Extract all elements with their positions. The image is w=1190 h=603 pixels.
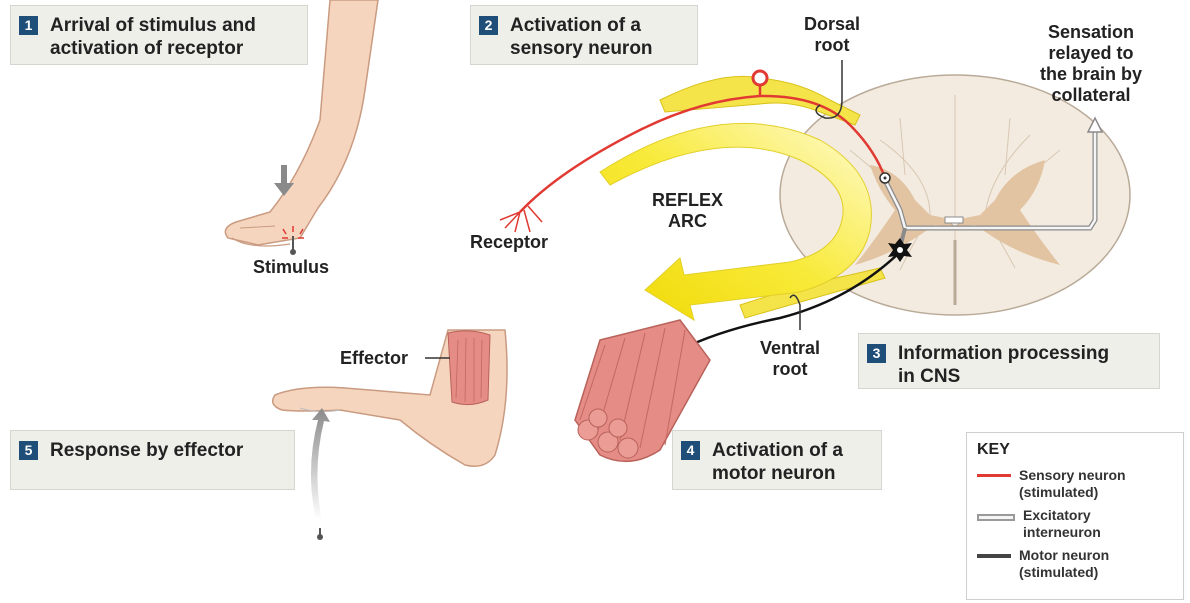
- legend-interneuron-label: Excitatory interneuron: [1023, 507, 1101, 541]
- stimulus-label: Stimulus: [253, 257, 329, 278]
- dorsal-root-label: Dorsal root: [804, 14, 860, 56]
- legend-key: KEY Sensory neuron (stimulated) Excitato…: [966, 432, 1184, 600]
- step-1-box: 1 Arrival of stimulus and activation of …: [10, 5, 308, 65]
- step-5-text: Response by effector: [50, 439, 243, 462]
- sensory-swatch: [977, 474, 1011, 477]
- step-3-box: 3 Information processing in CNS: [858, 333, 1160, 389]
- legend-sensory-label: Sensory neuron (stimulated): [1019, 467, 1126, 501]
- step-1-number: 1: [19, 16, 38, 35]
- label-pointers: [425, 60, 842, 358]
- legend-title: KEY: [977, 441, 1173, 459]
- legend-item-motor: Motor neuron (stimulated): [977, 547, 1173, 581]
- step-5-number: 5: [19, 441, 38, 460]
- step-4-box: 4 Activation of a motor neuron: [672, 430, 882, 490]
- legend-item-interneuron: Excitatory interneuron: [977, 507, 1173, 541]
- legend-motor-label: Motor neuron (stimulated): [1019, 547, 1109, 581]
- interneuron-swatch: [977, 514, 1015, 521]
- step-3-number: 3: [867, 344, 886, 363]
- motor-swatch: [977, 554, 1011, 558]
- sensation-label: Sensation relayed to the brain by collat…: [1040, 22, 1142, 106]
- step-4-number: 4: [681, 441, 700, 460]
- step-4-text: Activation of a motor neuron: [712, 439, 843, 485]
- ventral-root-label: Ventral root: [760, 338, 820, 380]
- step-2-box: 2 Activation of a sensory neuron: [470, 5, 698, 65]
- receptor-label: Receptor: [470, 232, 548, 253]
- step-3-text: Information processing in CNS: [898, 342, 1109, 388]
- step-5-box: 5 Response by effector: [10, 430, 295, 490]
- reflex-arc-label: REFLEX ARC: [652, 190, 723, 232]
- step-2-number: 2: [479, 16, 498, 35]
- legend-item-sensory: Sensory neuron (stimulated): [977, 467, 1173, 501]
- step-1-text: Arrival of stimulus and activation of re…: [50, 14, 256, 60]
- step-2-text: Activation of a sensory neuron: [510, 14, 653, 60]
- effector-label: Effector: [340, 348, 408, 369]
